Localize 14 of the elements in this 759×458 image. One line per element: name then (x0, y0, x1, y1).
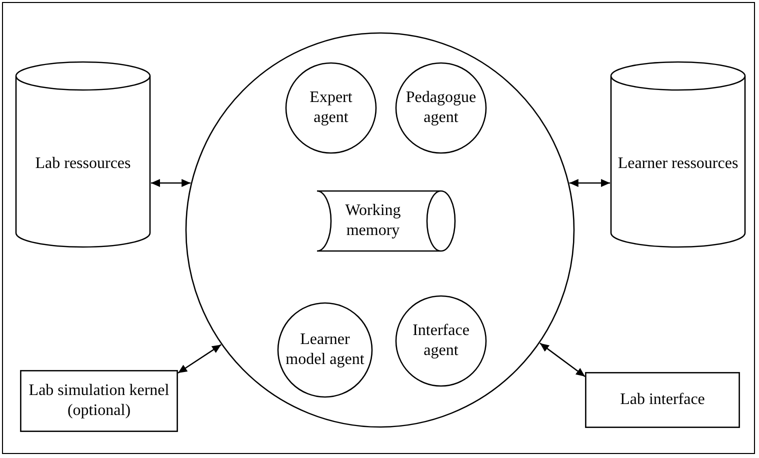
database-cylinder: Learner ressources (610, 62, 746, 247)
database-cylinder: Lab ressources (15, 62, 151, 247)
agent-circle: Expert agent (285, 62, 377, 154)
agent-circle: Interface agent (395, 295, 487, 387)
double-arrow (540, 342, 586, 378)
double-arrow (178, 344, 222, 374)
double-arrow (151, 179, 191, 187)
agent-circle: Pedagogue agent (395, 62, 487, 154)
double-arrow (569, 179, 610, 187)
memory-cylinder: Working memory (303, 190, 455, 252)
process-box: Lab simulation kernel (optional) (20, 370, 178, 432)
system-circle (185, 32, 575, 428)
process-box: Lab interface (585, 372, 740, 428)
agent-circle: Learner model agent (277, 302, 373, 398)
